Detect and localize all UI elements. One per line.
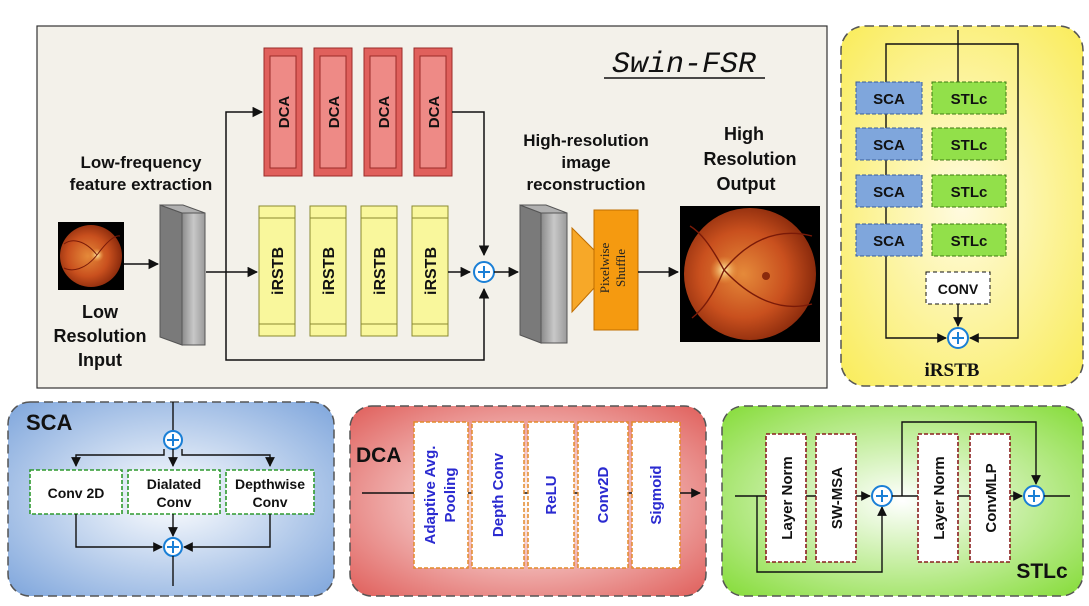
stlc-convmlp: ConvMLP: [969, 433, 1011, 563]
dca-depth-conv: Depth Conv: [471, 421, 525, 569]
stlc-layer-norm-2: Layer Norm: [917, 433, 959, 563]
recon-label-1: High-resolution: [523, 131, 649, 150]
svg-text:DCA: DCA: [376, 96, 393, 129]
main-panel: Swin-FSR Low-frequency feature extractio…: [36, 25, 828, 389]
dca-conv2d: Conv2D: [577, 421, 629, 569]
dca-relu: ReLU: [527, 421, 575, 569]
irstb-sca-4: SCA: [855, 223, 923, 257]
low-freq-label-2: feature extraction: [70, 175, 213, 194]
input-label-2: Resolution: [54, 326, 147, 346]
svg-text:STLc: STLc: [951, 233, 988, 250]
irstb-sca-1: SCA: [855, 81, 923, 115]
svg-text:Layer Norm: Layer Norm: [931, 456, 948, 539]
svg-text:Conv: Conv: [157, 494, 192, 510]
stlc-layer-norm-1: Layer Norm: [765, 433, 807, 563]
main-title: Swin-FSR: [612, 48, 756, 82]
irstb-block-2: iRSTB: [309, 205, 347, 337]
dca-block-1: DCA: [263, 47, 303, 177]
output-fundus-image: [680, 206, 820, 342]
svg-text:DCA: DCA: [426, 96, 443, 129]
output-label-3: Output: [717, 174, 776, 194]
recon-label-2: image: [561, 153, 610, 172]
dca-block-3: DCA: [363, 47, 403, 177]
svg-text:Conv: Conv: [253, 494, 288, 510]
stlc-first-plus-icon: [871, 485, 893, 507]
sca-panel: SCA Conv 2D Dialated Conv Depthwise Conv: [7, 401, 335, 597]
sca-bottom-plus-icon: [163, 537, 183, 557]
svg-text:Shuffle: Shuffle: [613, 249, 628, 287]
svg-text:SW-MSA: SW-MSA: [829, 467, 846, 529]
sca-conv2d: Conv 2D: [29, 469, 123, 515]
sca-depthwise-conv: Depthwise Conv: [225, 469, 315, 515]
irstb-panel: SCA SCA SCA SCA STLc STLc STLc ST: [840, 25, 1084, 387]
low-freq-label-1: Low-frequency: [81, 153, 202, 172]
reconstruction-block: [519, 204, 568, 344]
irstb-stlc-2: STLc: [931, 127, 1007, 161]
svg-text:SCA: SCA: [873, 91, 905, 108]
irstb-stlc-3: STLc: [931, 174, 1007, 208]
output-label-1: High: [724, 124, 764, 144]
svg-text:Layer Norm: Layer Norm: [779, 456, 796, 539]
svg-text:CONV: CONV: [938, 281, 979, 297]
input-fundus-image: [58, 222, 124, 290]
irstb-stlc-4: STLc: [931, 223, 1007, 257]
svg-text:iRSTB: iRSTB: [372, 247, 389, 295]
svg-text:Pooling: Pooling: [442, 468, 459, 523]
svg-text:ReLU: ReLU: [543, 475, 560, 514]
sca-dilated-conv: Dialated Conv: [127, 469, 221, 515]
irstb-stlc-1: STLc: [931, 81, 1007, 115]
svg-text:SCA: SCA: [873, 137, 905, 154]
irstb-sum-plus-icon: [947, 327, 969, 349]
dca-block-2: DCA: [313, 47, 353, 177]
dca-adaptive-pooling: Adaptive Avg. Pooling: [413, 421, 469, 569]
svg-text:Depth Conv: Depth Conv: [490, 452, 507, 537]
dca-row: DCA DCA DCA DCA: [263, 47, 453, 177]
dca-block-4: DCA: [413, 47, 453, 177]
irstb-block-1: iRSTB: [258, 205, 296, 337]
irstb-sca-3: SCA: [855, 174, 923, 208]
svg-text:Conv 2D: Conv 2D: [48, 485, 105, 501]
input-label-3: Input: [78, 350, 122, 370]
irstb-row: iRSTB iRSTB iRSTB iRSTB: [258, 205, 449, 337]
pixelwise-shuffle-block: Pixelwise Shuffle: [571, 209, 639, 331]
input-label-1: Low: [82, 302, 119, 322]
svg-text:STLc: STLc: [951, 137, 988, 154]
irstb-panel-title: iRSTB: [925, 360, 980, 381]
svg-text:STLc: STLc: [951, 91, 988, 108]
irstb-block-4: iRSTB: [411, 205, 449, 337]
svg-text:Dialated: Dialated: [147, 476, 201, 492]
svg-text:Sigmoid: Sigmoid: [648, 465, 665, 524]
svg-text:iRSTB: iRSTB: [321, 247, 338, 295]
main-sum-plus-icon: [473, 261, 495, 283]
svg-text:SCA: SCA: [873, 184, 905, 201]
irstb-conv: CONV: [925, 271, 991, 305]
svg-text:DCA: DCA: [276, 96, 293, 129]
svg-text:Conv2D: Conv2D: [595, 467, 612, 524]
dca-sigmoid: Sigmoid: [631, 421, 681, 569]
svg-text:Pixelwise: Pixelwise: [597, 242, 612, 293]
recon-label-3: reconstruction: [526, 175, 645, 194]
irstb-block-3: iRSTB: [360, 205, 398, 337]
svg-text:iRSTB: iRSTB: [423, 247, 440, 295]
stlc-second-plus-icon: [1023, 485, 1045, 507]
svg-text:ConvMLP: ConvMLP: [983, 463, 1000, 532]
dca-panel: DCA Adaptive Avg. Pooling Depth Conv ReL…: [349, 405, 707, 597]
sca-panel-title: SCA: [26, 410, 73, 435]
feature-extraction-block: [159, 204, 206, 346]
dca-panel-title: DCA: [356, 444, 402, 467]
svg-text:DCA: DCA: [326, 96, 343, 129]
stlc-panel-title: STLc: [1016, 560, 1068, 583]
svg-text:Adaptive Avg.: Adaptive Avg.: [422, 446, 439, 545]
stlc-panel: Layer Norm SW-MSA Layer Norm ConvMLP STL…: [721, 405, 1084, 597]
svg-text:SCA: SCA: [873, 233, 905, 250]
stlc-sw-msa: SW-MSA: [815, 433, 857, 563]
sca-top-plus-icon: [163, 430, 183, 450]
svg-text:iRSTB: iRSTB: [270, 247, 287, 295]
svg-text:STLc: STLc: [951, 184, 988, 201]
svg-text:Depthwise: Depthwise: [235, 476, 305, 492]
irstb-sca-2: SCA: [855, 127, 923, 161]
output-label-2: Resolution: [704, 149, 797, 169]
